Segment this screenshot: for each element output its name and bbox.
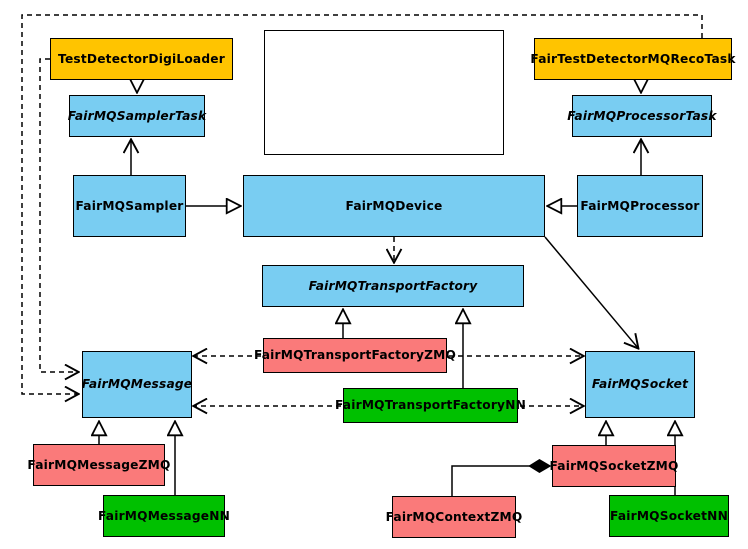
edge-device-to-socket	[544, 236, 638, 348]
class-node-fairmqtransportfactorynn[interactable]: FairMQTransportFactoryNN	[335, 388, 526, 423]
class-node-fairmqsocket[interactable]: FairMQSocket	[585, 351, 695, 418]
class-node-fairtestdetectormqrecotask[interactable]: FairTestDetectorMQRecoTask	[530, 38, 735, 80]
class-node-fairmqmessagenn[interactable]: FairMQMessageNN	[98, 495, 230, 537]
legend-panel	[264, 30, 504, 155]
class-node-fairmqcontextzmq[interactable]: FairMQContextZMQ	[386, 496, 522, 538]
class-node-fairmqprocessortask[interactable]: FairMQProcessorTask	[567, 95, 717, 137]
class-node-fairmqsampler[interactable]: FairMQSampler	[73, 175, 186, 237]
class-node-fairmqsocketnn[interactable]: FairMQSocketNN	[609, 495, 729, 537]
edge-contextzmq-to-socketzmq	[451, 466, 550, 496]
class-node-fairmqprocessor[interactable]: FairMQProcessor	[577, 175, 703, 237]
class-node-fairmqdevice[interactable]: FairMQDevice	[243, 175, 545, 237]
class-node-fairmqtransportfactory[interactable]: FairMQTransportFactory	[262, 265, 524, 307]
class-node-fairmqmessagezmq[interactable]: FairMQMessageZMQ	[27, 444, 170, 486]
class-node-fairmqsocketzmq[interactable]: FairMQSocketZMQ	[549, 445, 678, 487]
class-node-fairmqmessage[interactable]: FairMQMessage	[82, 351, 192, 418]
class-node-fairmqsamplertask[interactable]: FairMQSamplerTask	[68, 95, 206, 137]
class-node-fairmqtransportfactoryzmq[interactable]: FairMQTransportFactoryZMQ	[254, 338, 456, 373]
class-node-testdetectordigiloader[interactable]: TestDetectorDigiLoader	[50, 38, 233, 80]
